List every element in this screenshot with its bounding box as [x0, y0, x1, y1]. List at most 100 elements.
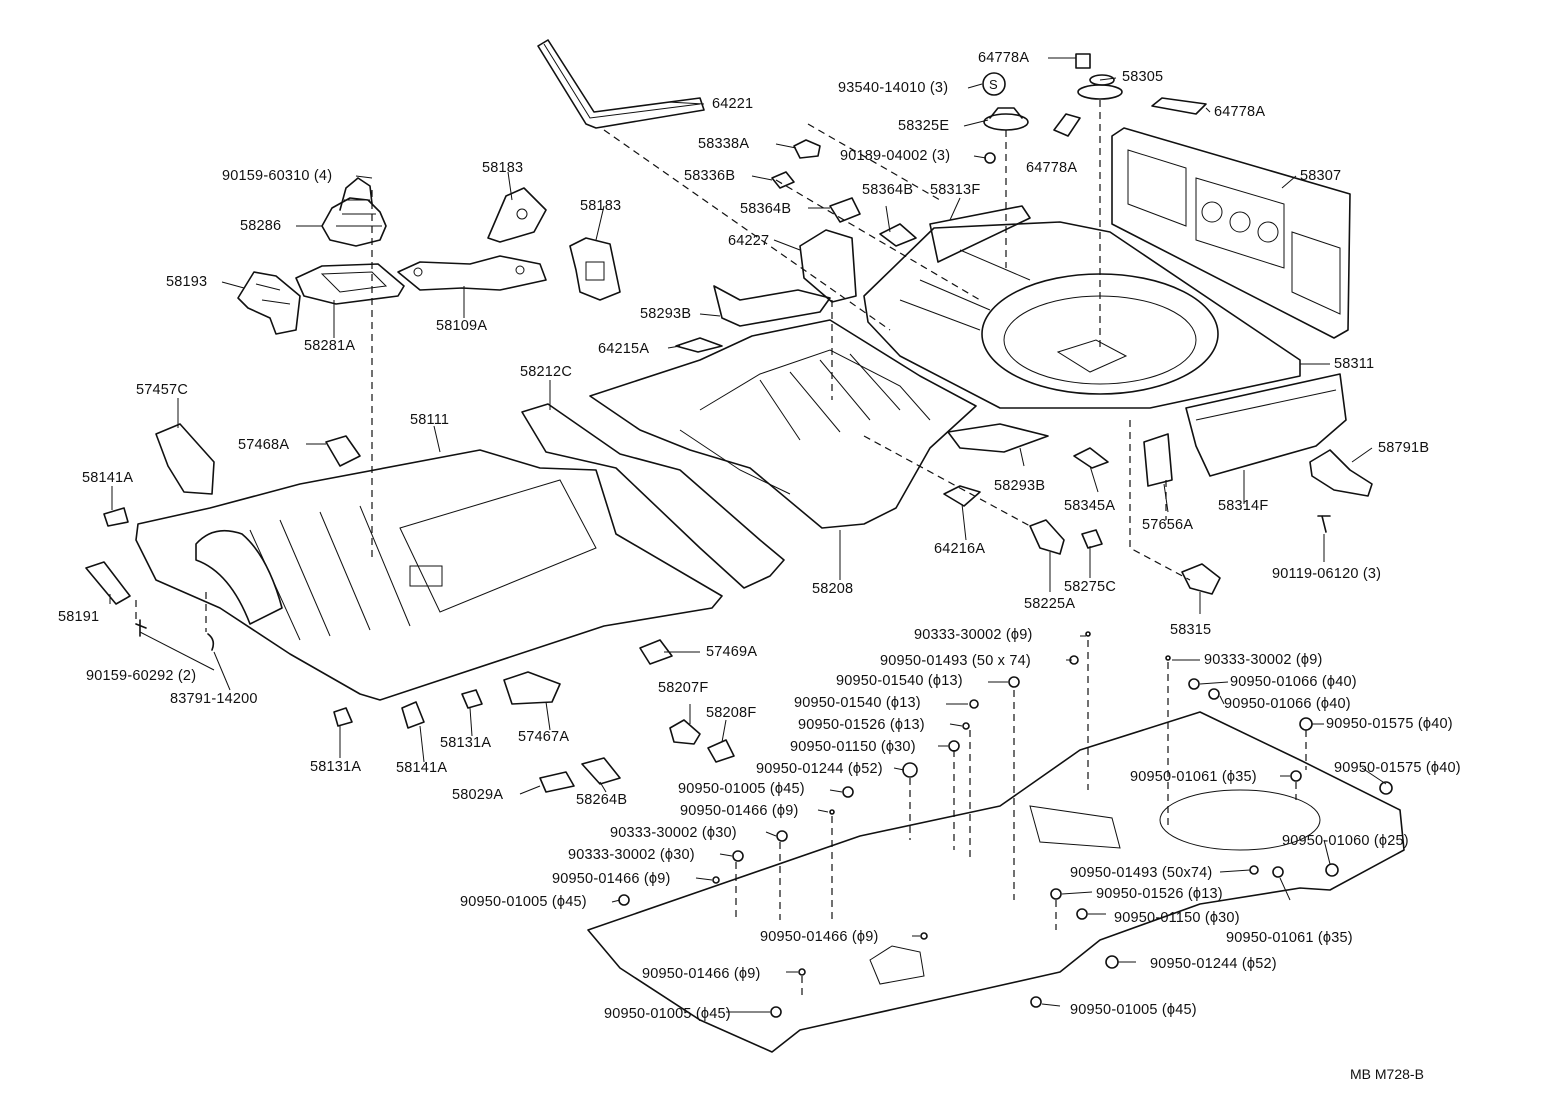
part-58275C — [1081, 529, 1103, 549]
label-90950-01526-b: 90950-01526 (ϕ13) — [1096, 886, 1223, 902]
label-58364B-a: 58364B — [862, 182, 914, 198]
label-90950-01061-b: 90950-01061 (ϕ35) — [1226, 930, 1353, 946]
label-90950-01493-b: 90950-01493 (50x74) — [1070, 865, 1213, 881]
label-57457C: 57457C — [136, 382, 188, 398]
part-58336B — [771, 171, 795, 189]
part-57457C — [155, 423, 215, 495]
label-58307: 58307 — [1300, 168, 1342, 184]
part-93540-14010: S — [982, 72, 1006, 96]
part-58131A-left — [333, 707, 353, 727]
label-90333-30002-phi9-a: 90333-30002 (ϕ9) — [914, 627, 1033, 643]
label-58325E: 58325E — [898, 118, 950, 134]
label-90950-01540-a: 90950-01540 (ϕ13) — [836, 673, 963, 689]
label-90950-01466-c: 90950-01466 (ϕ9) — [760, 929, 879, 945]
label-58791B: 58791B — [1378, 440, 1430, 456]
part-58191 — [85, 561, 131, 605]
part-58314F-crossmember — [1185, 373, 1347, 477]
label-83791-14200: 83791-14200 — [170, 691, 258, 707]
label-58183-b: 58183 — [580, 198, 622, 214]
part-58208-center-floor — [589, 319, 977, 529]
label-58131A-b: 58131A — [310, 759, 362, 775]
part-83791-14200 — [207, 633, 215, 651]
label-58275C: 58275C — [1064, 579, 1116, 595]
part-58141A-upper — [103, 507, 129, 527]
part-57469A — [639, 639, 673, 665]
part-58791B — [1309, 449, 1373, 497]
label-90159-60310: 90159-60310 (4) — [222, 168, 333, 184]
part-90159-60292 — [135, 619, 147, 637]
label-58314F: 58314F — [1218, 498, 1269, 514]
label-90950-01540-b: 90950-01540 (ϕ13) — [794, 695, 921, 711]
label-90950-01060: 90950-01060 (ϕ25) — [1282, 833, 1409, 849]
label-90950-01493-a: 90950-01493 (50 x 74) — [880, 653, 1031, 669]
part-58207F — [669, 719, 701, 745]
part-58193-bracket — [237, 271, 301, 335]
label-90189-04002: 90189-04002 (3) — [840, 148, 951, 164]
part-58311-rear-floor — [863, 221, 1301, 409]
part-64778A-right — [1151, 97, 1207, 115]
part-64215A — [675, 337, 723, 353]
part-90119-06120 — [1317, 515, 1331, 533]
part-58264B — [581, 757, 621, 785]
part-58029A — [539, 771, 575, 793]
label-90950-01005-b: 90950-01005 (ϕ45) — [460, 894, 587, 910]
label-58208F: 58208F — [706, 705, 757, 721]
label-58131A-a: 58131A — [440, 735, 492, 751]
label-57468A: 57468A — [238, 437, 290, 453]
part-58325E — [983, 107, 1029, 131]
label-58212C: 58212C — [520, 364, 572, 380]
part-58281A-plate — [295, 263, 405, 305]
label-58305: 58305 — [1122, 69, 1164, 85]
leader-lines — [109, 57, 1387, 1013]
part-64221-rail — [537, 39, 705, 129]
label-58183-a: 58183 — [482, 160, 524, 176]
part-64216A — [943, 485, 981, 507]
label-90333-30002-phi9-b: 90333-30002 (ϕ9) — [1204, 652, 1323, 668]
label-58208: 58208 — [812, 581, 854, 597]
label-58191: 58191 — [58, 609, 100, 625]
label-90950-01466-a: 90950-01466 (ϕ9) — [680, 803, 799, 819]
part-58225A — [1029, 519, 1065, 555]
part-58212C-side-rail — [521, 403, 785, 589]
label-90950-01150-b: 90950-01150 (ϕ30) — [1114, 910, 1240, 926]
label-58315: 58315 — [1170, 622, 1212, 638]
label-90950-01466-d: 90950-01466 (ϕ9) — [642, 966, 761, 982]
assembly-lines — [135, 100, 1307, 1000]
label-58293B-b: 58293B — [994, 478, 1046, 494]
part-58313F — [929, 205, 1031, 263]
label-57656A: 57656A — [1142, 517, 1194, 533]
part-57467A — [503, 671, 561, 705]
diagram-code: MB M728-B — [1350, 1066, 1424, 1082]
label-58313F: 58313F — [930, 182, 981, 198]
label-90333-30002-phi30-a: 90333-30002 (ϕ30) — [610, 825, 737, 841]
label-58345A: 58345A — [1064, 498, 1116, 514]
label-90950-01466-b: 90950-01466 (ϕ9) — [552, 871, 671, 887]
label-64227: 64227 — [728, 233, 770, 249]
part-floor-pan-outline-lower — [587, 711, 1405, 1053]
part-64778A-top — [1075, 53, 1091, 69]
part-58131A-right — [461, 689, 483, 709]
part-57468A — [325, 435, 361, 467]
label-58207F: 58207F — [658, 680, 709, 696]
part-58293B-upper — [713, 285, 831, 327]
label-90950-01061-a: 90950-01061 (ϕ35) — [1130, 769, 1257, 785]
label-58141A-b: 58141A — [396, 760, 448, 776]
label-90950-01244-a: 90950-01244 (ϕ52) — [756, 761, 883, 777]
label-90950-01005-a: 90950-01005 (ϕ45) — [678, 781, 805, 797]
part-58364B-right — [879, 223, 917, 247]
label-90119-06120: 90119-06120 (3) — [1272, 566, 1382, 582]
label-90950-01575-b: 90950-01575 (ϕ40) — [1334, 760, 1461, 776]
label-58264B: 58264B — [576, 792, 628, 808]
label-90333-30002-phi30-b: 90333-30002 (ϕ30) — [568, 847, 695, 863]
part-58307-rear-panel — [1111, 127, 1351, 339]
label-58109A: 58109A — [436, 318, 488, 334]
label-64778A-mid: 64778A — [1026, 160, 1078, 176]
part-58305 — [1077, 74, 1123, 100]
part-58338A — [793, 139, 821, 159]
part-58293B-mid — [947, 423, 1049, 453]
label-90159-60292: 90159-60292 (2) — [86, 668, 197, 684]
label-90950-01575-a: 90950-01575 (ϕ40) — [1326, 716, 1453, 732]
label-58286: 58286 — [240, 218, 282, 234]
part-90189-04002 — [984, 152, 996, 164]
